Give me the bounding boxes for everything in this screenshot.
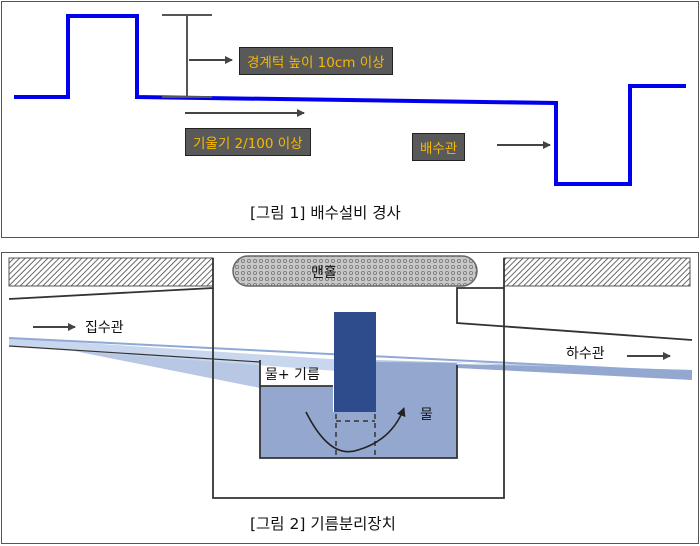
drain-pipe-profile — [14, 14, 686, 186]
chamber-outer-wall — [212, 288, 505, 499]
inlet-pipe-bottom — [8, 345, 261, 363]
drainpipe-label: 배수관 — [412, 133, 466, 161]
figure-1-panel — [1, 1, 699, 238]
figure-1-caption: [그림 1] 배수설비 경사 — [250, 204, 401, 222]
water-label: 물 — [420, 407, 433, 423]
water-oil-label: 물+ 기름 — [265, 367, 320, 383]
threshold-height-label: 경계턱 높이 10cm 이상 — [239, 47, 393, 75]
flow-curve-arrow — [305, 407, 406, 453]
figure-2-caption: [그림 2] 기름분리장치 — [250, 515, 396, 533]
ground-hatch-right — [503, 257, 691, 287]
outlet-water — [376, 362, 692, 380]
outlet-pipe-top — [456, 258, 693, 341]
baffle-plate — [334, 312, 376, 412]
inlet-water — [9, 338, 376, 374]
outlet-pipe-label: 하수관 — [566, 346, 605, 362]
manhole-label: 맨홀 — [311, 265, 337, 281]
slope-label: 기울기 2/100 이상 — [185, 128, 311, 156]
ground-hatch-left — [8, 257, 214, 287]
inner-tank-wall — [259, 360, 458, 459]
inlet-pipe-label: 집수관 — [85, 320, 124, 336]
water-body — [9, 338, 692, 458]
manhole-cover — [232, 255, 478, 287]
